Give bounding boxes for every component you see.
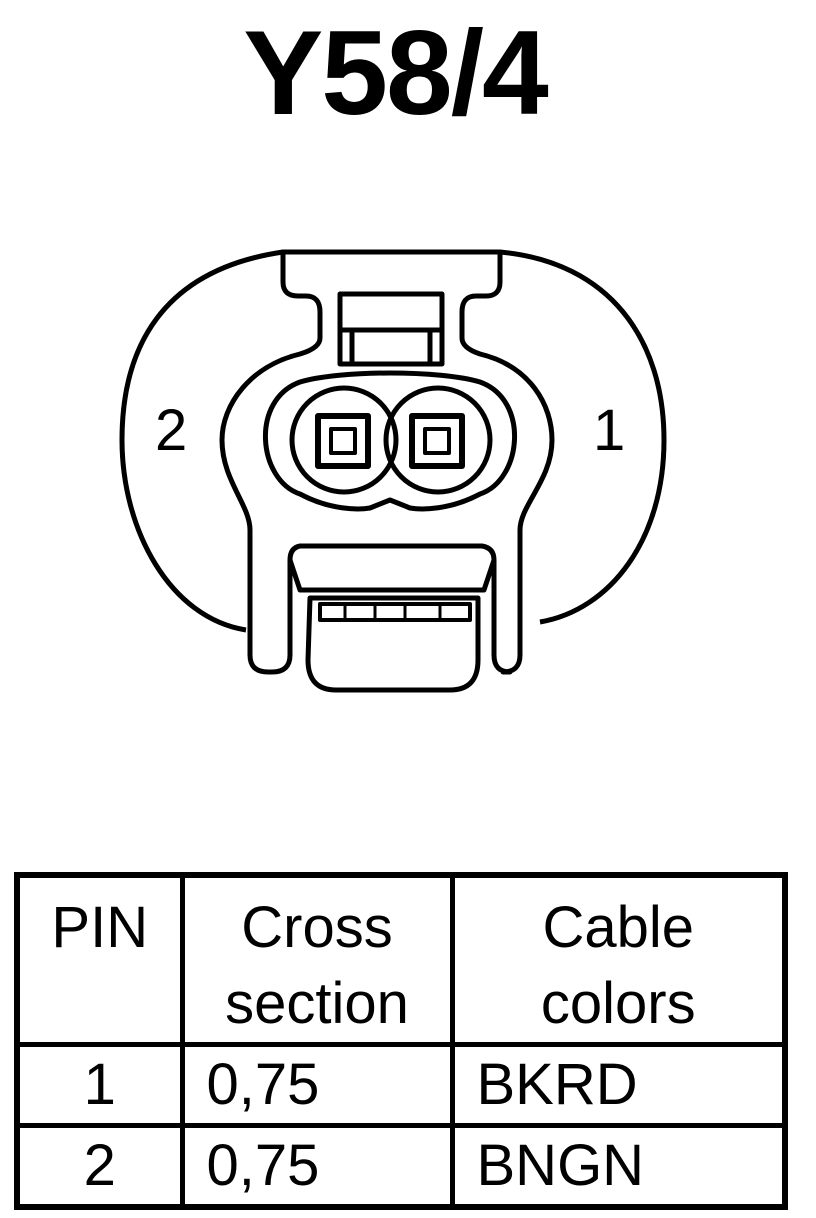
connector-housing-outline	[119, 249, 667, 633]
pin-table: PIN Cross section Cable colors 1 0,75 BK…	[14, 872, 788, 1210]
table-row: 1 0,75 BKRD	[14, 1042, 788, 1128]
pin-table-header-row: PIN Cross section Cable colors	[14, 872, 788, 1047]
pin-label-1: 1	[593, 398, 626, 463]
cell-cross-section: 0,75	[179, 1123, 455, 1210]
connector-title: Y58/4	[243, 6, 549, 140]
cell-pin: 1	[14, 1042, 185, 1128]
cell-cable-color: BNGN	[449, 1123, 788, 1210]
cell-pin: 2	[14, 1123, 185, 1210]
header-cable-colors: Cable colors	[449, 872, 788, 1047]
cell-cable-color: BKRD	[449, 1042, 788, 1128]
connector-cavity	[263, 370, 517, 512]
connector-latch	[219, 249, 555, 675]
terminal-pin-2	[315, 413, 371, 469]
cell-cross-section: 0,75	[179, 1042, 455, 1128]
table-row: 2 0,75 BNGN	[14, 1123, 788, 1210]
header-cross-section: Cross section	[179, 872, 455, 1047]
header-pin: PIN	[14, 872, 185, 1047]
terminal-pin-1	[409, 413, 465, 469]
connector-locking-nose	[305, 595, 481, 693]
pin-label-2: 2	[155, 398, 188, 463]
